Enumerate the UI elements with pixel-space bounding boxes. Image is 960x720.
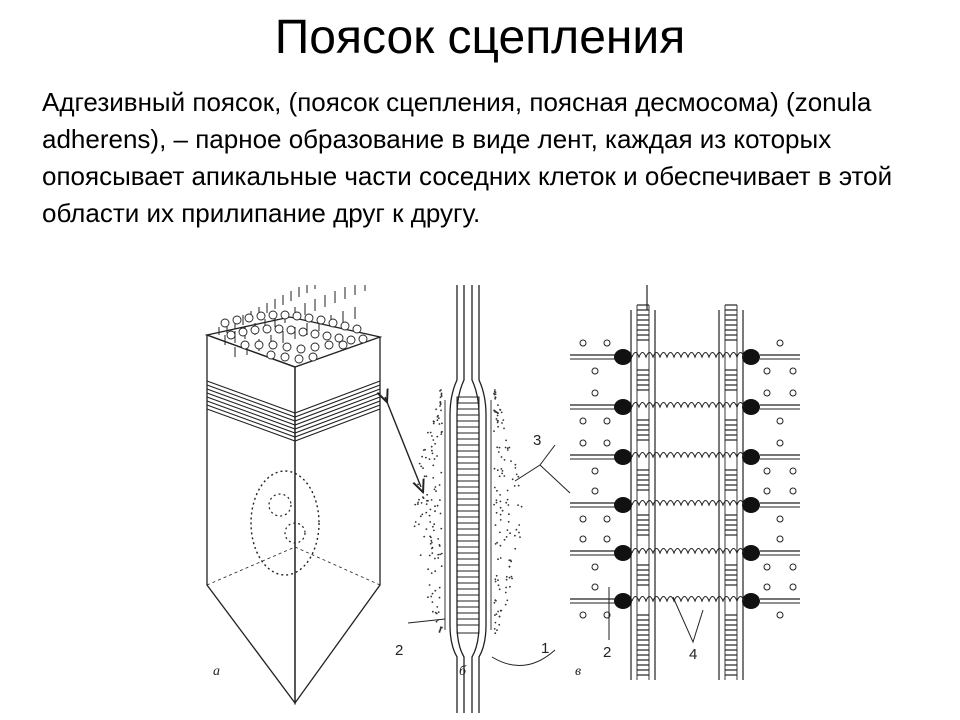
label-1: 1 [541, 640, 549, 657]
junction-section-b [444, 285, 492, 713]
panel-label-b: б [459, 664, 467, 679]
zonula-adherens-figure: а б в 2 1 3 2 4 [195, 285, 805, 713]
label-4: 4 [689, 646, 697, 663]
label-2-right: 2 [603, 644, 611, 661]
molecular-scheme-c [630, 285, 744, 680]
panel-label-a: а [213, 664, 220, 679]
slide-title: Поясок сцепления [274, 11, 686, 64]
slide-body-text: Адгезивный поясок, (поясок сцепления, по… [42, 87, 893, 228]
label-2-middle: 2 [395, 642, 403, 659]
dot-cloud [413, 389, 523, 635]
cell-drawing-a [204, 285, 383, 706]
connector-arrow [385, 397, 421, 487]
panel-label-c: в [575, 664, 581, 679]
label-3: 3 [533, 432, 541, 449]
